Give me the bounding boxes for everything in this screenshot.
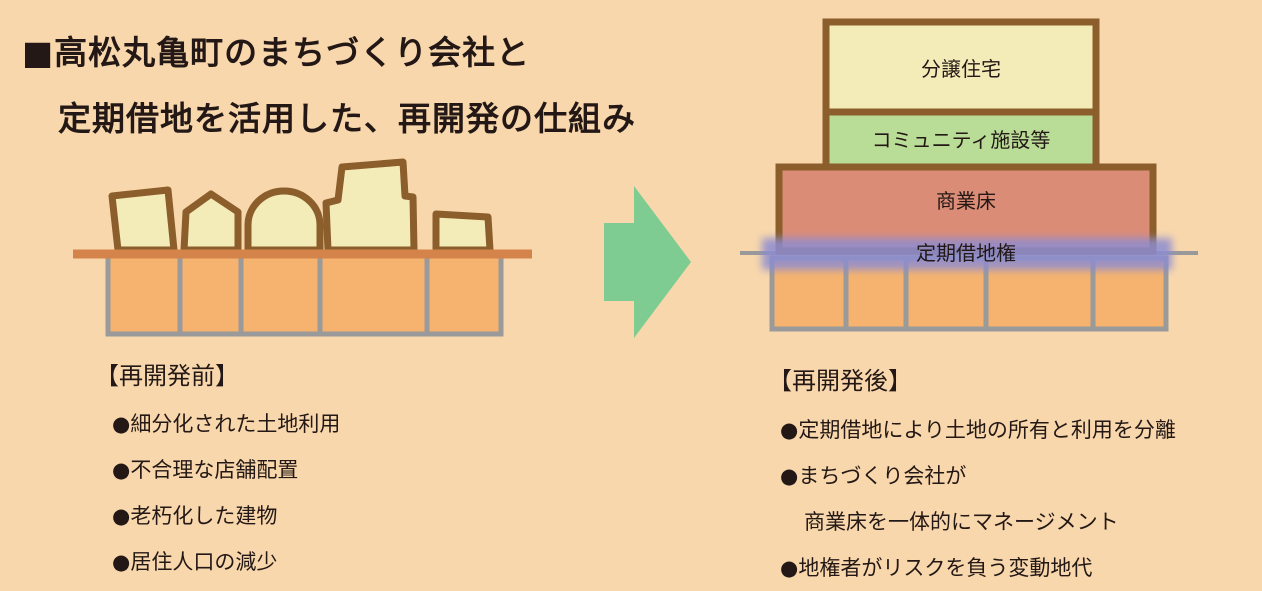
before-buildings xyxy=(108,158,494,254)
building xyxy=(108,186,178,254)
leasehold-band xyxy=(762,238,1172,270)
building xyxy=(432,210,494,254)
building xyxy=(244,187,324,254)
before-bullet-list: ●細分化された土地利用 ●不合理な店舗配置 ●老朽化した建物 ●居住人口の減少 xyxy=(112,401,340,585)
leasehold-label: 定期借地権 xyxy=(916,241,1016,265)
commercial-label: 商業床 xyxy=(936,189,996,213)
before-parcels xyxy=(105,252,504,337)
after-caption: 【再開発後】 xyxy=(768,367,912,395)
after-bullet-continued: 商業床を一体的にマネージメント xyxy=(804,510,1119,534)
before-bullet: ●不合理な店舗配置 xyxy=(112,458,299,482)
building xyxy=(322,158,418,254)
residential-condos xyxy=(822,18,1100,116)
after-bullet: ●地権者がリスクを負う変動地代 xyxy=(780,556,1093,580)
parcel xyxy=(317,252,430,337)
after-bullet-list: ●定期借地により土地の所有と利用を分離 ●まちづくり会社が 商業床を一体的にマネ… xyxy=(780,407,1176,591)
after-bullet: ●定期借地により土地の所有と利用を分離 xyxy=(780,418,1176,442)
before-bullet: ●居住人口の減少 xyxy=(112,550,278,574)
community-label: コミュニティ施設等 xyxy=(872,128,1051,152)
residential-label: 分譲住宅 xyxy=(921,57,1001,81)
parcel xyxy=(238,252,323,337)
before-bullet: ●老朽化した建物 xyxy=(112,504,278,528)
commercial-floor xyxy=(775,163,1157,255)
before-bullet: ●細分化された土地利用 xyxy=(112,412,341,436)
parcel xyxy=(424,252,504,337)
before-caption: 【再開発前】 xyxy=(95,362,239,390)
community-facilities xyxy=(822,108,1100,171)
title-line-1: ■高松丸亀町のまちづくり会社と xyxy=(22,33,531,72)
building xyxy=(180,190,242,254)
right-arrow-icon xyxy=(604,186,691,338)
after-bullet: ●まちづくり会社が xyxy=(780,464,967,488)
parcel xyxy=(105,252,183,337)
parcel xyxy=(177,252,244,337)
title-line-2: 定期借地を活用した、再開発の仕組み xyxy=(58,99,636,138)
